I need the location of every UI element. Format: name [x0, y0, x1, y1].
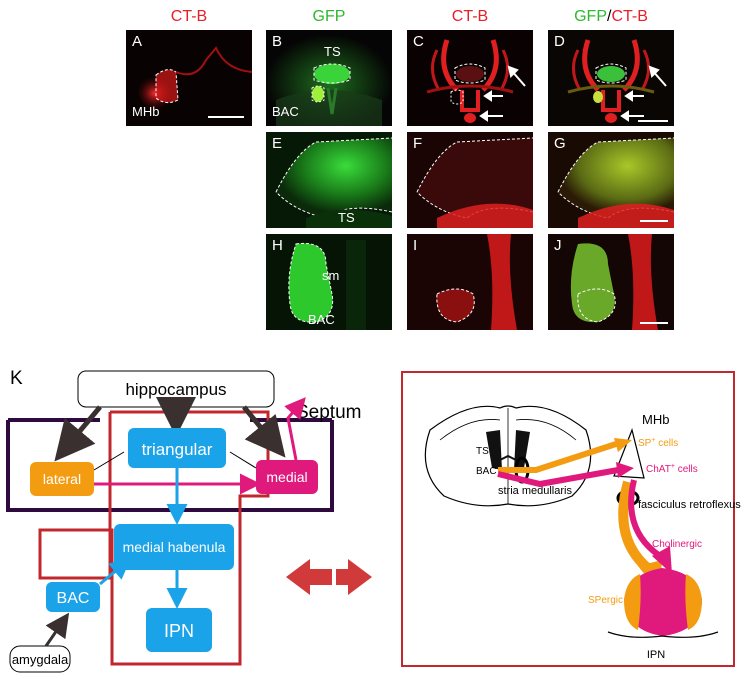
header-slash: /	[606, 8, 612, 25]
ipn-label: IPN	[164, 621, 194, 641]
panel-d-image	[548, 30, 674, 126]
header-gfp-part: GFP	[574, 8, 607, 25]
sp-pathway	[498, 441, 617, 473]
panel-b-ts: TS	[324, 44, 341, 59]
panel-b-image	[266, 30, 392, 126]
header-ctb-2: CT-B	[451, 8, 489, 25]
header-ctb-part: CT-B	[611, 8, 648, 25]
brain-bac-label: BAC	[476, 466, 497, 477]
panel-a: A MHb	[126, 30, 252, 126]
panel-j-image	[548, 234, 674, 330]
panel-b-label: B	[272, 33, 283, 50]
amygdala-box	[9, 645, 71, 673]
septum-label: Septum	[296, 402, 361, 423]
panel-b: B TS BAC	[266, 30, 392, 126]
mhb-brain-label: MHb	[642, 412, 669, 427]
amygdala-label: amygdala	[12, 652, 69, 667]
spergic-label: SPergic	[588, 595, 623, 606]
medial-to-triangular	[229, 451, 257, 469]
panel-c-label: C	[413, 33, 424, 50]
panel-g-label: G	[554, 135, 566, 152]
lateral-to-triangular	[93, 451, 125, 471]
panel-f-image	[407, 132, 533, 228]
medial-box	[256, 460, 318, 494]
double-arrow-icon	[286, 559, 372, 595]
bac-box	[46, 582, 100, 612]
panel-e: E TS	[266, 132, 392, 228]
panel-h-sm: sm	[322, 268, 340, 283]
hippo-to-lateral	[54, 405, 102, 462]
sp-descending	[618, 480, 654, 574]
hippo-to-medial	[242, 405, 286, 458]
panel-i: I	[407, 234, 533, 330]
panel-c: C	[407, 30, 533, 126]
chat-descending	[628, 479, 662, 559]
panel-a-image	[126, 30, 252, 126]
panel-g-scalebar	[640, 220, 668, 222]
header-ctb-1: CT-B	[170, 8, 208, 25]
panel-e-image	[266, 132, 392, 228]
triangular-label: triangular	[142, 440, 213, 459]
panel-a-scalebar	[208, 116, 244, 118]
panel-e-ts: TS	[338, 210, 355, 225]
sp-cells-label: SP+ cells	[638, 437, 678, 449]
panel-g-image	[548, 132, 674, 228]
panel-a-mhb: MHb	[132, 104, 160, 119]
panel-b-bac: BAC	[272, 104, 299, 119]
panel-i-image	[407, 234, 533, 330]
triangular-box	[128, 428, 226, 468]
mhb-label: medial habenula	[123, 539, 226, 555]
panel-d: D	[548, 30, 674, 126]
panel-g: G	[548, 132, 674, 228]
chat-pathway	[497, 467, 619, 488]
header-gfp-ctb: GFP/CT-B	[548, 8, 674, 26]
panel-c-image	[407, 30, 533, 126]
medial-label: medial	[266, 469, 307, 485]
header-gfp: GFP	[312, 8, 346, 25]
panel-d-label: D	[554, 33, 565, 50]
ipn-brain-label: IPN	[647, 649, 665, 661]
panel-h-bac: BAC	[308, 312, 335, 327]
panel-f-label: F	[413, 135, 423, 152]
bac-to-mhb	[99, 558, 131, 586]
panel-h-label: H	[272, 237, 283, 254]
panel-j-scalebar	[640, 322, 668, 324]
panel-d-scalebar	[638, 120, 668, 122]
lateral-label: lateral	[43, 471, 81, 487]
panel-a-label: A	[132, 33, 143, 50]
fr-label: fasciculus retroflexus	[638, 499, 741, 511]
amygdala-to-bac	[44, 612, 70, 647]
panel-h-image	[266, 234, 392, 330]
panel-j: J	[548, 234, 674, 330]
medial-to-hippocampus	[284, 397, 306, 461]
stria-label: stria medullaris	[498, 485, 572, 497]
panel-f: F	[407, 132, 533, 228]
panel-i-label: I	[413, 237, 418, 254]
mhb-box	[114, 524, 234, 570]
ipn-box	[146, 608, 212, 652]
k-label: K	[10, 368, 23, 389]
panel-j-label: J	[554, 237, 562, 254]
ipn-nucleus	[624, 568, 702, 636]
brain-ts-label: TS	[476, 446, 489, 457]
cholinergic-label: Cholinergic	[652, 539, 702, 550]
lateral-box	[30, 462, 94, 496]
panel-h: H sm BAC	[266, 234, 392, 330]
panel-e-label: E	[272, 135, 283, 152]
chat-cells-label: ChAT+ cells	[646, 463, 698, 475]
bac-label: BAC	[57, 590, 90, 607]
hippocampus-label: hippocampus	[125, 380, 226, 399]
